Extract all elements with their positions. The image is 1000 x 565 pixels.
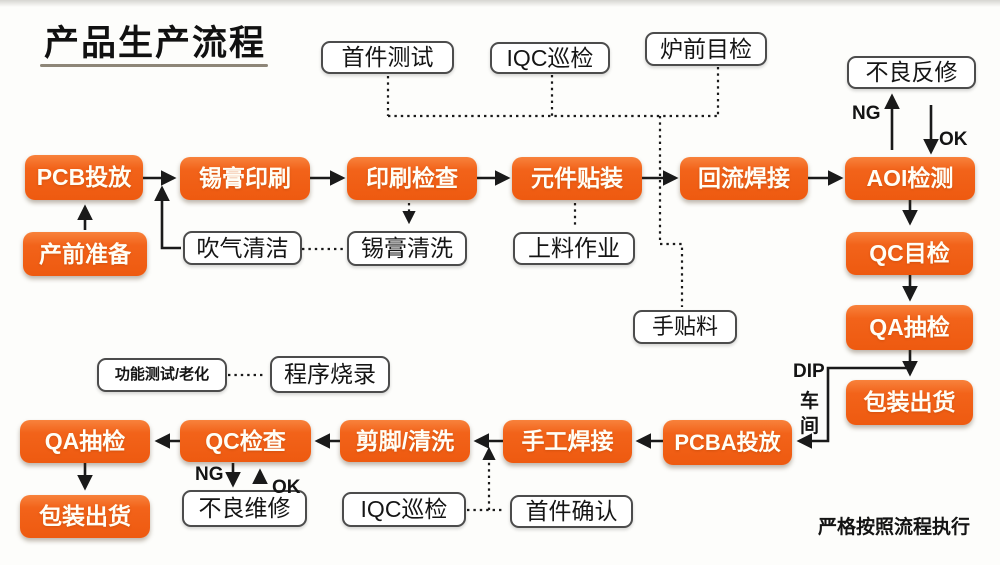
node-lead-cut-clean: 剪脚/清洗 — [340, 420, 470, 462]
node-pre-furnace-visual: 炉前目检 — [645, 32, 767, 66]
dotted-bus-to-handplacement — [658, 116, 684, 307]
node-solder-paste-clean: 锡膏清洗 — [347, 231, 467, 266]
label-dip-char1: 车 — [800, 391, 820, 412]
node-hand-solder: 手工焊接 — [503, 420, 632, 463]
node-solder-paste-print: 锡膏印刷 — [180, 157, 310, 200]
node-qc-inspect: QC检查 — [180, 420, 311, 462]
node-first-article-confirm: 首件确认 — [510, 495, 633, 528]
node-packing-shipping-right: 包装出货 — [846, 380, 973, 425]
label-ok-bottom: OK — [272, 477, 301, 498]
node-iqc-patrol-top: IQC巡检 — [490, 42, 610, 74]
node-defect-rework: 不良反修 — [847, 56, 976, 89]
arrow-airblow-to-flow — [154, 185, 181, 250]
node-qa-sampling-right: QA抽检 — [846, 305, 973, 350]
node-material-loading: 上料作业 — [513, 232, 635, 265]
node-reflow-solder: 回流焊接 — [680, 157, 808, 200]
label-ng-top: NG — [852, 103, 881, 124]
label-ng-bottom: NG — [195, 464, 224, 485]
page-title: 产品生产流程 — [44, 24, 267, 63]
node-pcba-feed: PCBA投放 — [663, 420, 792, 465]
title-underline — [40, 64, 268, 67]
node-qc-visual: QC目检 — [846, 232, 973, 275]
node-component-mount: 元件贴装 — [512, 157, 642, 200]
node-hand-placement: 手贴料 — [633, 310, 737, 344]
node-packing-shipping-left: 包装出货 — [20, 495, 150, 538]
node-program-burning: 程序烧录 — [270, 356, 390, 393]
node-qa-sampling-left: QA抽检 — [20, 420, 150, 463]
footer-note: 严格按照流程执行 — [818, 517, 971, 538]
label-dip-char2: 间 — [800, 416, 820, 437]
node-first-article-test: 首件测试 — [321, 41, 454, 74]
node-aoi-inspect: AOI检测 — [845, 157, 975, 200]
node-iqc-patrol-bottom: IQC巡检 — [342, 492, 466, 527]
node-function-test-aging: 功能测试/老化 — [97, 358, 227, 392]
node-defect-repair: 不良维修 — [182, 490, 307, 527]
node-air-blow-clean: 吹气清洁 — [183, 231, 302, 265]
node-pcb-feed: PCB投放 — [25, 155, 143, 200]
label-ok-top: OK — [939, 129, 968, 150]
label-dip: DIP — [793, 361, 825, 382]
node-print-inspect: 印刷检查 — [347, 157, 477, 200]
node-pre-production: 产前准备 — [23, 232, 147, 276]
